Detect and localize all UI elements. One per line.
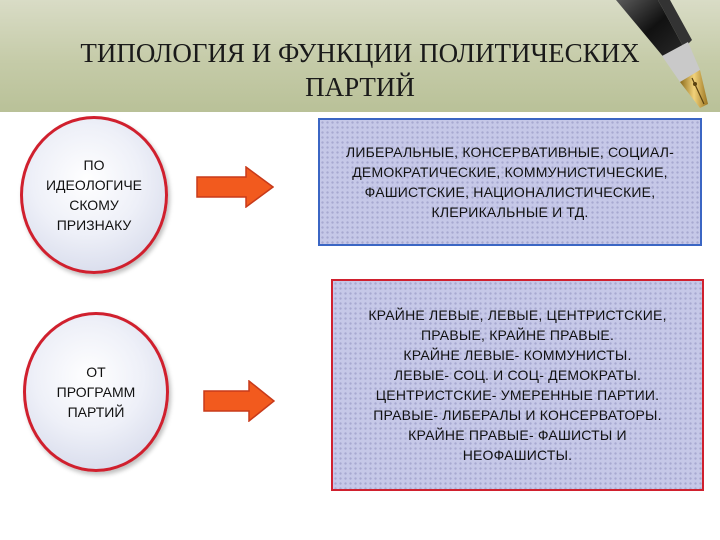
criterion-program-circle: ОТ ПРОГРАММ ПАРТИЙ	[23, 312, 169, 472]
ideological-types-text: ЛИБЕРАЛЬНЫЕ, КОНСЕРВАТИВНЫЕ, СОЦИАЛ- ДЕМ…	[345, 144, 675, 220]
criterion-ideological-circle: ПО ИДЕОЛОГИЧЕ СКОМУ ПРИЗНАКУ	[20, 116, 168, 274]
header-band	[0, 0, 720, 112]
criterion-ideological-label: ПО ИДЕОЛОГИЧЕ СКОМУ ПРИЗНАКУ	[45, 157, 142, 233]
fountain-pen-icon	[616, 0, 708, 108]
program-types-text: КРАЙНЕ ЛЕВЫЕ, ЛЕВЫЕ, ЦЕНТРИСТСКИЕ, ПРАВЫ…	[368, 307, 667, 463]
right-arrow-icon	[203, 380, 275, 422]
program-types-box: КРАЙНЕ ЛЕВЫЕ, ЛЕВЫЕ, ЦЕНТРИСТСКИЕ, ПРАВЫ…	[331, 279, 704, 491]
criterion-program-label: ОТ ПРОГРАММ ПАРТИЙ	[56, 364, 136, 420]
right-arrow-icon	[196, 166, 274, 208]
slide-title: ТИПОЛОГИЯ И ФУНКЦИИ ПОЛИТИЧЕСКИХ ПАРТИЙ	[80, 38, 640, 102]
ideological-types-box: ЛИБЕРАЛЬНЫЕ, КОНСЕРВАТИВНЫЕ, СОЦИАЛ- ДЕМ…	[318, 118, 702, 246]
